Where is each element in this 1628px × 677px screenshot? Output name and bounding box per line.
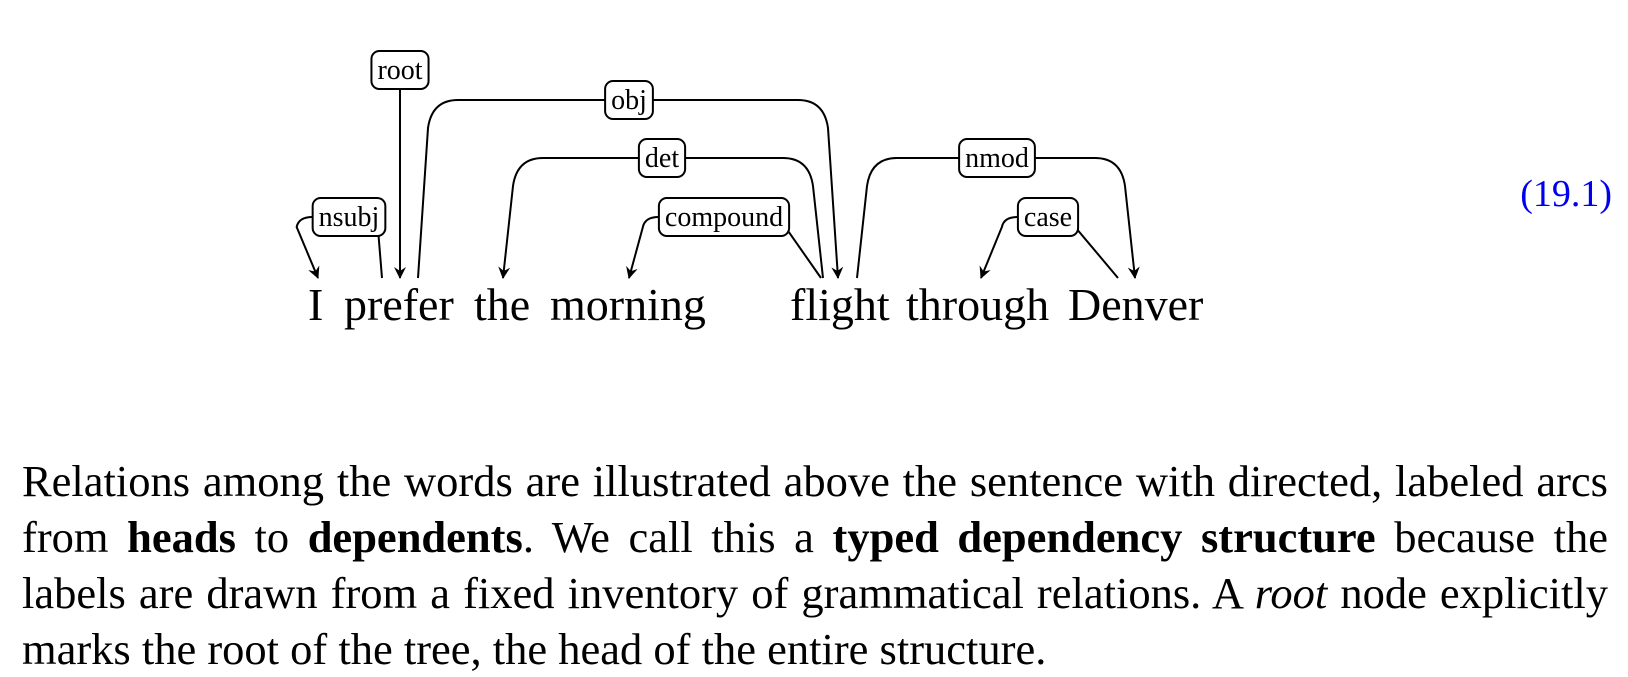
relation-label-text: compound [665, 202, 783, 233]
paragraph-text: Relations among the words are illustrate… [22, 455, 1608, 562]
term-typed-dependency-structure: typed dependency structure [832, 511, 1376, 562]
dependency-arc-arrow [295, 216, 320, 279]
dependency-arc [417, 99, 844, 279]
paragraph-text: . We call this a [522, 511, 833, 562]
relation-label-text: nmod [965, 143, 1029, 174]
relation-label-text: det [645, 143, 679, 174]
dependency-arc-arrow [979, 216, 1018, 279]
dependency-arc-arrow [626, 216, 659, 279]
term-root: root [1254, 567, 1328, 618]
word-token: through [906, 279, 1049, 330]
paragraph-text: to [235, 511, 308, 562]
relation-label: nmod [958, 138, 1036, 178]
relation-label: nsubj [311, 197, 387, 237]
relation-label: det [637, 138, 687, 178]
word-token: I [308, 279, 323, 330]
relation-label-box [370, 50, 430, 90]
relation-label-text: root [377, 55, 422, 86]
relation-label: obj [604, 80, 654, 120]
relation-label: case [1016, 197, 1080, 237]
body-paragraph: Relations among the words are illustrate… [22, 453, 1608, 677]
paragraph-text: because the labels are drawn from a fixe… [22, 511, 1608, 618]
relation-label-box [1016, 197, 1080, 237]
relation-label-box [311, 197, 387, 237]
equation-number: (19.1) [1520, 173, 1612, 215]
relation-label: compound [657, 197, 791, 237]
word-token: flight [790, 279, 890, 330]
word-token: Denver [1068, 279, 1203, 330]
relation-label: root [370, 50, 430, 90]
term-heads: heads [127, 511, 236, 562]
word-token: morning [550, 279, 706, 330]
word-token: prefer [344, 279, 454, 330]
relation-label-box [657, 197, 791, 237]
relation-label-box [604, 80, 654, 120]
relation-label-text: obj [611, 85, 647, 116]
word-token: the [474, 279, 530, 330]
relation-label-box [958, 138, 1036, 178]
relation-label-text: case [1024, 202, 1072, 233]
relation-label-text: nsubj [319, 202, 380, 233]
relation-label-box [637, 138, 687, 178]
term-dependents: dependents [307, 511, 523, 562]
